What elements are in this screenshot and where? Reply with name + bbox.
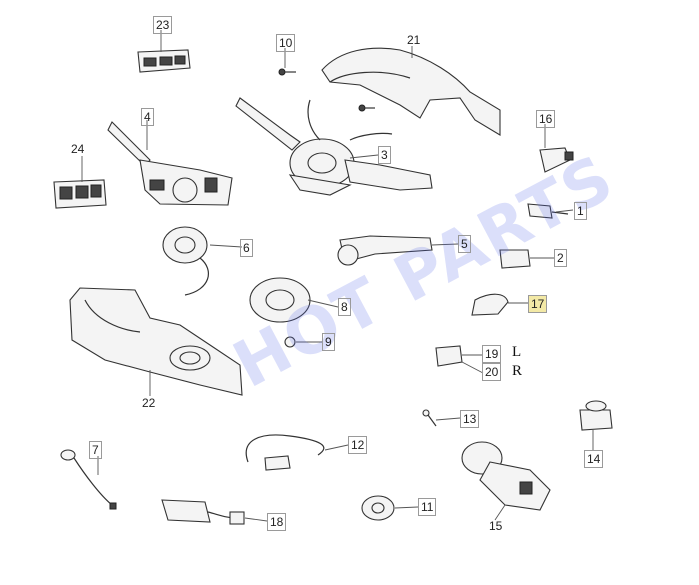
callout-3: 3 — [378, 146, 391, 164]
callout-19: 19 — [482, 345, 502, 363]
part-7-sensor — [60, 449, 117, 510]
part-1-sensor — [527, 203, 569, 219]
part-23-switch-panel — [137, 49, 191, 73]
part-15-ignition-lock — [461, 441, 551, 511]
callout-16: 16 — [536, 110, 556, 128]
callout-13: 13 — [460, 410, 480, 428]
callout-20: 20 — [482, 363, 502, 381]
callout-17: 17 — [528, 295, 548, 313]
part-cover-screw — [358, 104, 375, 112]
callout-4: 4 — [141, 108, 154, 126]
part-13-bolt — [422, 409, 437, 427]
part-2-connector — [499, 249, 531, 269]
part-10-screw — [278, 68, 296, 76]
part-6-clock-spring — [162, 226, 209, 296]
part-24-switch-panel — [53, 179, 107, 209]
callout-2: 2 — [554, 249, 567, 267]
callout-22: 22 — [142, 396, 156, 410]
callout-1: 1 — [574, 202, 587, 220]
part-11-sensor — [361, 495, 395, 521]
callout-11: 11 — [418, 498, 437, 516]
callout-12: 12 — [348, 436, 368, 454]
callout-6: 6 — [240, 239, 253, 257]
callout-24: 24 — [71, 142, 85, 156]
part-4-combination-switch — [107, 121, 233, 206]
part-9-clip — [284, 336, 296, 348]
part-16-switch — [539, 147, 574, 173]
part-19-20-switch — [435, 345, 463, 367]
callout-10: 10 — [276, 34, 296, 52]
part-3-switch-assembly — [235, 97, 433, 196]
part-18-bracket — [161, 499, 245, 525]
callout-21: 21 — [407, 33, 421, 47]
callout-5: 5 — [458, 235, 471, 253]
part-21-upper-cover — [321, 47, 501, 136]
callout-23: 23 — [153, 16, 173, 34]
part-14-knob — [579, 400, 613, 431]
part-12-harness — [245, 434, 325, 471]
callout-9: 9 — [322, 333, 335, 351]
part-17-cap — [471, 293, 509, 316]
leader-lines — [81, 30, 594, 522]
part-8-clock-spring — [249, 277, 311, 323]
callout-14: 14 — [584, 450, 604, 468]
part-22-lower-cover — [69, 287, 243, 396]
callout-7: 7 — [89, 441, 102, 459]
side-left-label: L — [512, 344, 522, 360]
callout-8: 8 — [338, 298, 351, 316]
side-right-label: R — [512, 363, 523, 379]
callout-18: 18 — [267, 513, 287, 531]
part-5-lever — [337, 235, 433, 266]
callout-15: 15 — [489, 519, 503, 533]
